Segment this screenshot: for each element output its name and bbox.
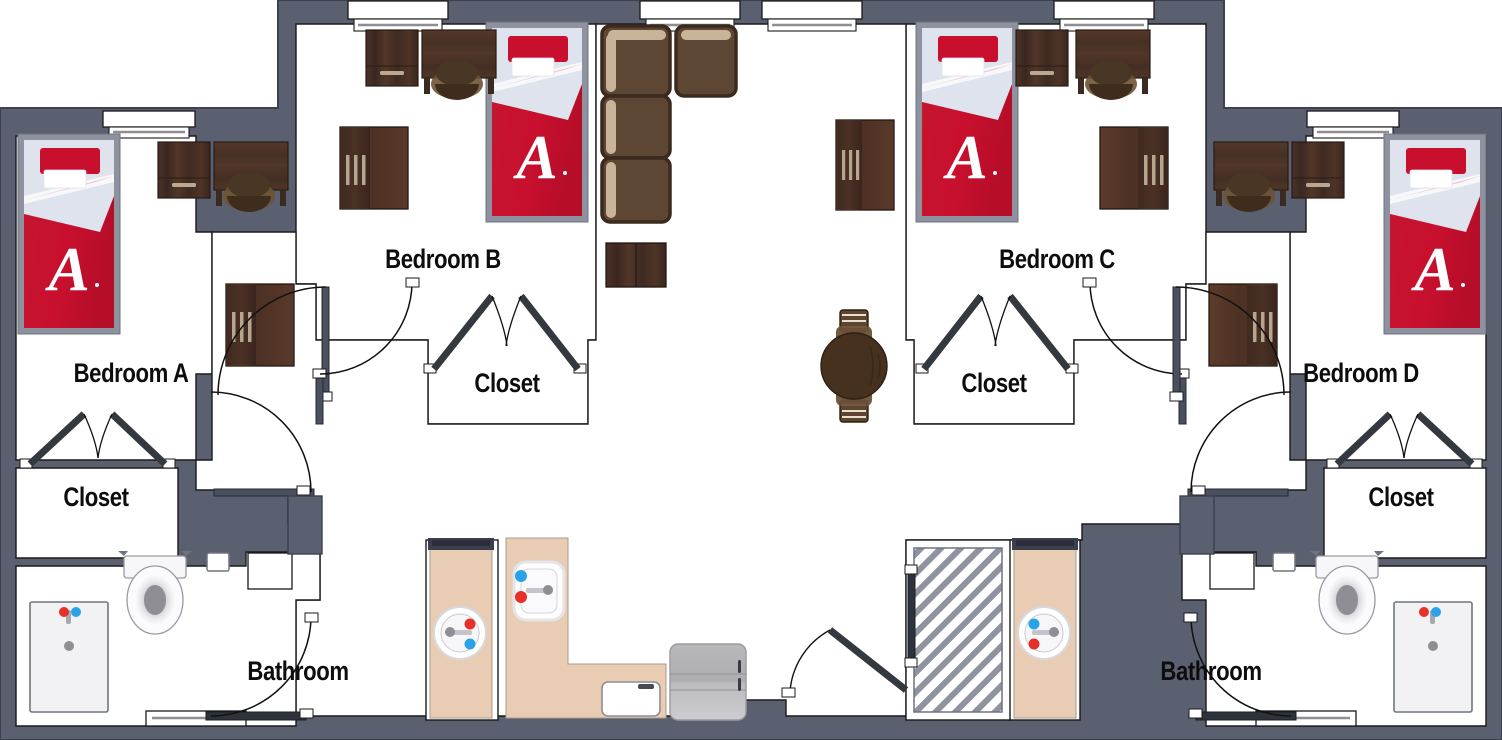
desk-b xyxy=(421,29,497,100)
sofa-cushion-arm-2 xyxy=(606,100,616,154)
svg-text:A: A xyxy=(44,236,89,304)
wall-pier-left xyxy=(287,495,323,555)
window-right xyxy=(1306,110,1400,139)
window-left xyxy=(102,110,196,139)
door-bathroom-left[interactable] xyxy=(205,612,319,721)
dresser-d xyxy=(1291,141,1345,199)
sofa-module-right xyxy=(674,24,738,98)
svg-text:A: A xyxy=(942,124,987,192)
coffee-table xyxy=(605,242,667,288)
dresser-c xyxy=(1015,29,1069,87)
dresser-a xyxy=(157,141,211,199)
dresser-b xyxy=(365,29,419,87)
toilet-paper-holder-right xyxy=(1272,552,1296,572)
door-bathroom-right[interactable] xyxy=(1183,612,1297,721)
sofa-module-end xyxy=(600,156,672,224)
hot-valve-icon xyxy=(59,607,69,617)
desk-c xyxy=(1075,29,1151,100)
bed-b: A xyxy=(485,21,589,223)
kitchen-sink xyxy=(512,560,566,622)
refrigerator xyxy=(669,643,747,721)
round-dining-table xyxy=(820,309,888,423)
door-bedroom-d-lower[interactable] xyxy=(1187,391,1292,497)
shower-right xyxy=(1393,601,1473,713)
mechanical-hatch-icon xyxy=(913,547,1003,713)
sofa-cushion-back-1 xyxy=(608,30,666,40)
floor-closet-d xyxy=(1323,467,1487,559)
wardrobe-a xyxy=(225,283,295,367)
door-bedroom-a[interactable] xyxy=(217,286,333,402)
shower-drain-icon xyxy=(1428,641,1438,651)
sectional-sofa xyxy=(600,24,738,224)
window-top-3 xyxy=(761,0,863,32)
hot-tap-icon xyxy=(1028,638,1040,650)
toilet-right xyxy=(1310,551,1384,635)
door-closet-c[interactable] xyxy=(915,293,1079,374)
sofa-cushion-back-2 xyxy=(681,30,731,40)
hot-valve-icon xyxy=(1419,607,1429,617)
shower-left xyxy=(29,601,109,713)
cold-valve-icon xyxy=(1431,607,1441,617)
bed-c: A xyxy=(915,21,1019,223)
wardrobe-b xyxy=(339,126,409,210)
hot-tap-icon xyxy=(464,618,476,630)
toilet-paper-holder-left xyxy=(206,552,230,572)
sofa-cushion-arm-1 xyxy=(606,34,616,92)
bathroom-counter-left xyxy=(247,552,293,590)
bed-d: A xyxy=(1383,133,1487,335)
cold-tap-icon xyxy=(1028,618,1040,630)
wardrobe-living-left xyxy=(835,119,895,211)
cold-tap-icon xyxy=(515,570,527,582)
cold-valve-icon xyxy=(71,607,81,617)
shower-drain-icon xyxy=(64,641,74,651)
toilet-left xyxy=(118,551,192,635)
window-top-4 xyxy=(1053,0,1155,32)
window-top-1 xyxy=(347,0,449,32)
door-closet-d[interactable] xyxy=(1326,411,1483,469)
svg-text:A: A xyxy=(1410,236,1455,304)
desk-d xyxy=(1213,141,1289,212)
bed-a: A xyxy=(17,133,121,335)
dining-table-top xyxy=(820,332,888,400)
wall-pier-right xyxy=(1179,495,1215,555)
vanity-sink-left xyxy=(428,538,494,660)
wardrobe-c xyxy=(1099,126,1169,210)
desk-a xyxy=(213,141,289,212)
door-bedroom-d[interactable] xyxy=(1169,286,1285,402)
bathroom-counter-right xyxy=(1209,552,1255,590)
svg-text:A: A xyxy=(512,124,557,192)
door-bedroom-a-lower[interactable] xyxy=(210,391,315,497)
hot-tap-icon xyxy=(515,591,527,603)
vanity-sink-right xyxy=(1012,538,1078,660)
utility-closet-hatch xyxy=(913,547,1003,713)
door-utility-closet[interactable] xyxy=(781,564,918,698)
doors xyxy=(19,277,1483,721)
cold-tap-icon xyxy=(464,638,476,650)
sofa-cushion-arm-3 xyxy=(606,162,616,218)
floor-closet-a xyxy=(15,467,179,559)
wardrobe-d xyxy=(1208,283,1278,367)
door-bedroom-b[interactable] xyxy=(312,277,420,425)
door-closet-a[interactable] xyxy=(19,411,176,469)
door-closet-b[interactable] xyxy=(423,293,587,374)
microwave xyxy=(601,681,661,717)
